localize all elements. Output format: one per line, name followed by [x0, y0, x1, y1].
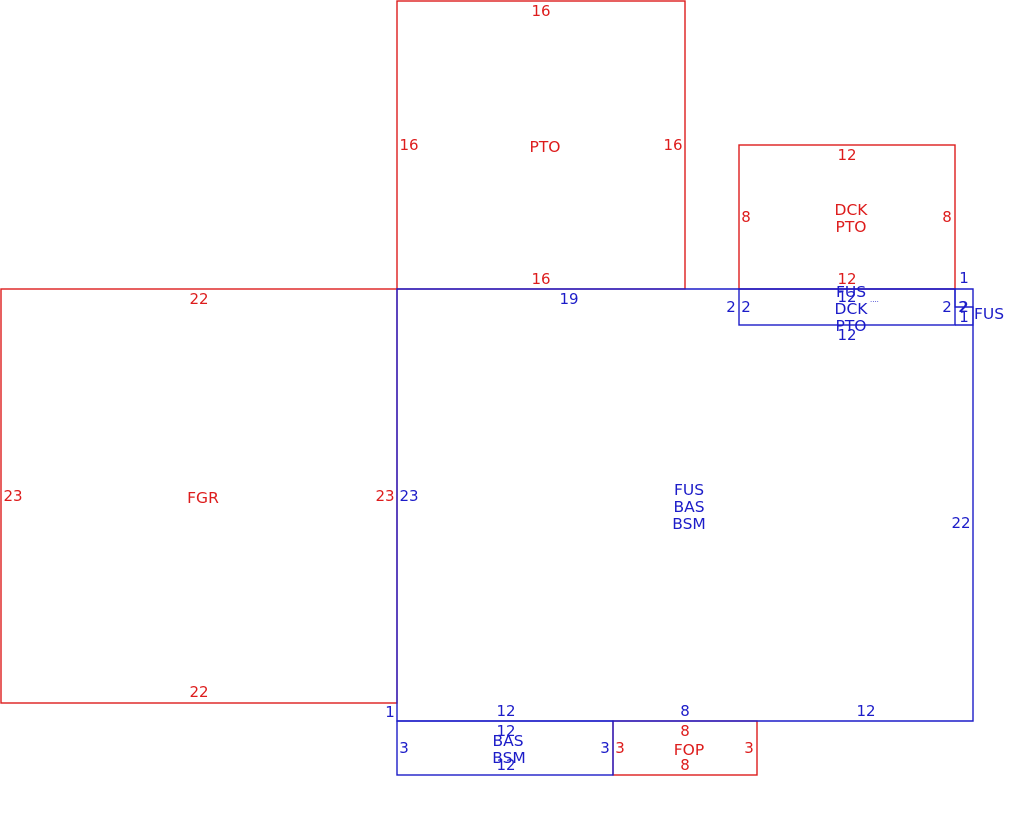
fus-dck-pto-dim-right: 2 [942, 298, 952, 316]
fop-section: 8 3 3 8 FOP [615, 722, 754, 774]
pto-dim-right: 16 [663, 136, 682, 154]
fus-side-label: FUS [974, 305, 1004, 323]
dck-pto-dim-left: 8 [741, 208, 751, 226]
dck-pto-label-1: DCK [835, 201, 869, 219]
main-dim-left: 23 [399, 487, 418, 505]
fgr-dim-bottom: 22 [189, 683, 208, 701]
fus-side-dim-top: 1 [959, 269, 969, 287]
fus-dck-pto-outline [738, 288, 956, 326]
fus-dck-pto-label-3: PTO [835, 317, 866, 335]
fus-dck-pto-label-2: DCK [835, 300, 869, 318]
fus-dck-pto-section: FUS DCK PTO 12 .... 2 2 2 2 12 [726, 283, 968, 344]
pto-label: PTO [529, 138, 560, 156]
fop-label: FOP [674, 741, 704, 759]
pto-dim-top: 16 [531, 2, 550, 20]
bas-bsm-dim-right: 3 [600, 739, 610, 757]
pto-dim-bottom: 16 [531, 270, 550, 288]
fop-dim-bottom: 8 [680, 756, 690, 774]
main-label-2: BAS [673, 498, 704, 516]
fus-side-dim-right-a: 2 [959, 298, 969, 316]
fus-dck-pto-label-1: FUS [836, 283, 866, 301]
main-dim-right: 22 [951, 514, 970, 532]
fop-dim-left: 3 [615, 739, 625, 757]
dck-pto-section: 12 8 8 12 DCK PTO [741, 146, 952, 288]
fus-side-outline [955, 288, 974, 326]
fop-dim-right: 3 [744, 739, 754, 757]
fgr-dim-top: 22 [189, 290, 208, 308]
main-dim-bottom-c: 12 [856, 702, 875, 720]
main-dim-bottom-a: 12 [496, 702, 515, 720]
fgr-dim-right: 23 [375, 487, 394, 505]
main-dim-bottom-step: 1 [385, 703, 395, 721]
fus-side-section: 1 2 1 FUS [959, 269, 1004, 326]
main-dim-bottom-b: 8 [680, 702, 690, 720]
bas-bsm-label-2: BSM [492, 749, 526, 767]
bas-bsm-outline [396, 720, 614, 776]
fus-dck-pto-dim-bottom: 12 [837, 326, 856, 344]
fop-dim-top: 8 [680, 722, 690, 740]
bas-bsm-dim-top: 12 [496, 722, 515, 740]
bas-bsm-dim-left: 3 [399, 739, 409, 757]
dck-pto-dim-right: 8 [942, 208, 952, 226]
bas-bsm-section: 12 3 3 12 BAS BSM [399, 722, 610, 774]
main-section: 19 23 22 1 12 8 12 FUS BAS BSM [385, 290, 970, 721]
dck-pto-dim-bottom: 12 [837, 270, 856, 288]
fus-dck-pto-dim-left: 2 [741, 298, 751, 316]
dck-pto-dim-top: 12 [837, 146, 856, 164]
fus-side-dim-right-b: 1 [959, 308, 969, 326]
fgr-section: 22 23 23 22 FGR [3, 290, 394, 701]
fgr-dim-left: 23 [3, 487, 22, 505]
fus-dck-pto-dim-left-outer: 2 [726, 298, 736, 316]
pto-section: 16 16 16 16 PTO [399, 2, 682, 288]
main-dim-top: 19 [559, 290, 578, 308]
fus-dck-pto-dim-right-inner: 2 [958, 298, 968, 316]
main-label-1: FUS [674, 481, 704, 499]
bas-bsm-dim-bottom: 12 [496, 756, 515, 774]
fus-dck-pto-dots: .... [870, 296, 879, 304]
bas-bsm-label-1: BAS [492, 732, 523, 750]
pto-dim-left: 16 [399, 136, 418, 154]
fgr-label: FGR [187, 489, 219, 507]
main-label-3: BSM [672, 515, 706, 533]
dck-pto-label-2: PTO [835, 218, 866, 236]
fus-dck-pto-dim-top: 12 [837, 288, 856, 306]
